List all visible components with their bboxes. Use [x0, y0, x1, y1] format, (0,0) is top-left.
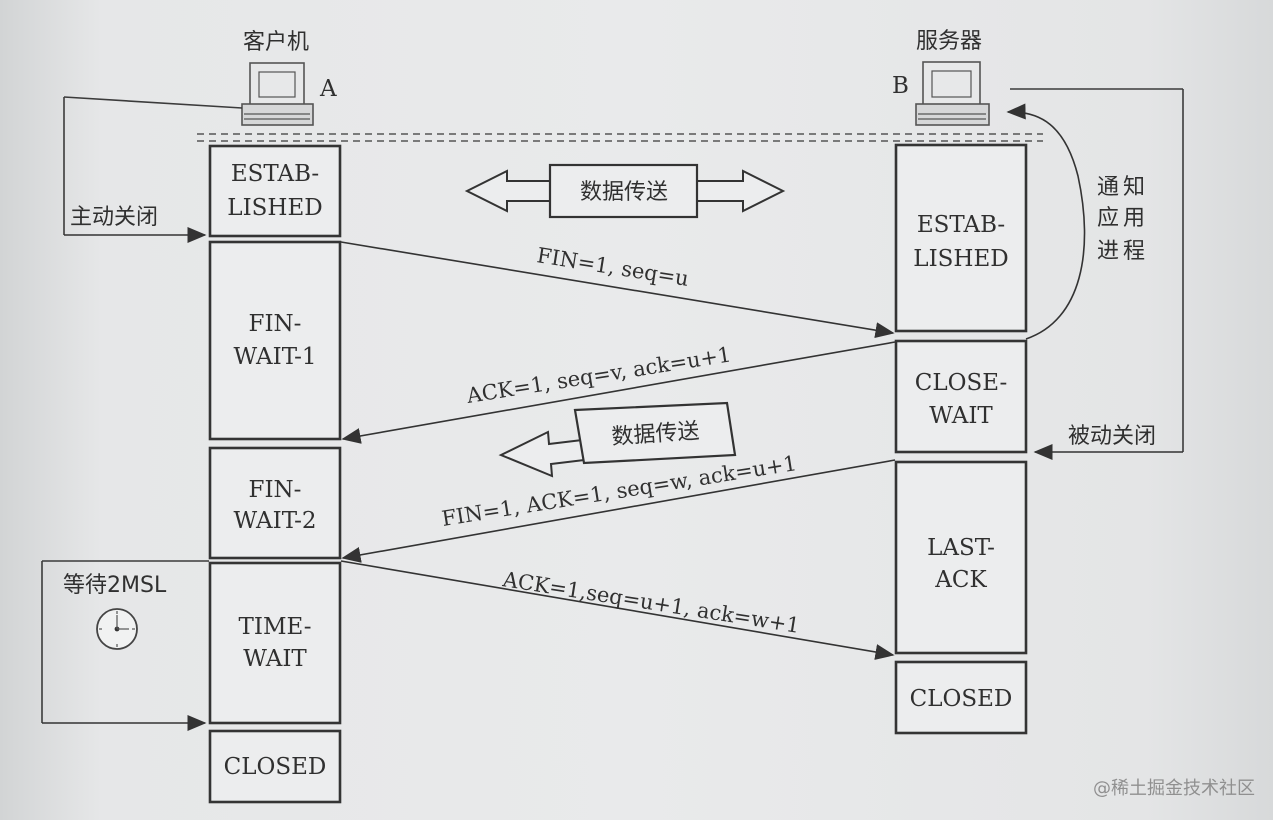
server-state-text-4: WAIT [929, 403, 993, 429]
data-transfer-1 [464, 163, 786, 219]
data-transfer-label-1: 数据传送 [580, 180, 668, 205]
notify-app-char-4: 用 [1123, 206, 1145, 231]
server-computer-icon [915, 61, 990, 126]
client-state-text-6: WAIT-2 [234, 508, 317, 534]
client-label: 客户机 [243, 30, 309, 55]
watermark-text: @稀土掘金技术社区 [1093, 778, 1255, 799]
server-state-last-ack [894, 460, 1028, 655]
message-label-fin-2: FIN=1, ACK=1, seq=w, ack=u+1 [440, 451, 798, 531]
notify-app-char-3: 应 [1097, 206, 1119, 231]
server-letter: B [892, 73, 909, 99]
message-label-fin-1: FIN=1, seq=u [535, 243, 690, 291]
client-state-time-wait [208, 561, 342, 725]
message-label-ack-2: ACK=1,seq=u+1, ack=w+1 [500, 567, 801, 638]
client-state-closed [208, 729, 342, 804]
client-state-text-5: FIN- [249, 477, 302, 503]
active-close-label: 主动关闭 [70, 205, 158, 230]
server-state-established [894, 143, 1028, 333]
server-state-text-7: CLOSED [910, 686, 1013, 712]
passive-close-label: 被动关闭 [1068, 424, 1156, 449]
notify-app-arrow [1006, 103, 1086, 340]
message-label-ack-1: ACK=1, seq=v, ack=u+1 [464, 342, 733, 408]
server-state-text-5: LAST- [927, 535, 995, 561]
server-label: 服务器 [916, 29, 982, 54]
wait-2msl-label: 等待2MSL [63, 573, 167, 598]
server-state-closed [894, 660, 1028, 735]
message-arrow-fin-2 [341, 459, 896, 563]
message-arrow-ack-1 [341, 341, 896, 444]
client-letter: A [319, 76, 337, 102]
client-state-text-7: TIME- [239, 614, 312, 640]
data-transfer-label-2: 数据传送 [611, 419, 701, 450]
client-computer-icon [241, 62, 314, 126]
client-state-text-8: WAIT [243, 646, 307, 672]
notify-app-char-2: 知 [1123, 175, 1145, 200]
server-state-text-3: CLOSE- [915, 370, 1007, 396]
server-state-close-wait [894, 339, 1028, 454]
client-state-text-1: ESTAB- [231, 161, 319, 187]
wait-2msl-bracket [41, 560, 209, 731]
notify-app-char-6: 程 [1123, 239, 1145, 264]
client-state-text-3: FIN- [249, 311, 302, 337]
client-state-fin-wait-2 [208, 446, 342, 560]
client-state-text-4: WAIT-1 [234, 344, 317, 370]
active-close-bracket [63, 96, 243, 243]
client-state-text-2: LISHED [227, 195, 322, 221]
client-state-established [208, 144, 342, 238]
server-state-text-2: LISHED [913, 246, 1008, 272]
notify-app-char-5: 进 [1097, 239, 1119, 264]
client-state-fin-wait-1 [208, 240, 342, 441]
message-arrow-fin-1 [340, 241, 895, 339]
message-arrow-ack-2 [340, 560, 895, 660]
notify-app-char-1: 通 [1097, 175, 1119, 200]
server-state-text-6: ACK [934, 567, 987, 593]
passive-close-bracket [1010, 88, 1184, 460]
client-state-text-9: CLOSED [224, 754, 327, 780]
data-transfer-2 [498, 401, 737, 478]
clock-icon [96, 608, 138, 650]
server-state-text-1: ESTAB- [917, 212, 1005, 238]
